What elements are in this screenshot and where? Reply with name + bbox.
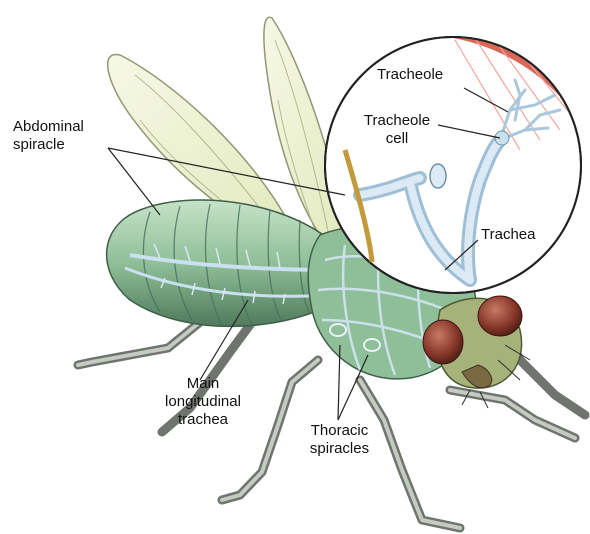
trachea-opening <box>430 164 446 188</box>
abdomen <box>107 200 340 326</box>
label-main-longitudinal-trachea: Main longitudinal trachea <box>148 375 258 429</box>
label-tracheole: Tracheole <box>377 66 443 84</box>
leader-abdominal-1 <box>108 148 160 215</box>
label-thoracic-spiracles: Thoracic spiracles <box>292 422 387 458</box>
label-tracheole-cell: Tracheole cell <box>342 112 452 148</box>
label-abdominal-spiracle: Abdominal spiracle <box>13 118 84 154</box>
compound-eye-lower <box>423 320 463 364</box>
label-trachea: Trachea <box>481 226 535 244</box>
compound-eye-upper <box>478 296 522 336</box>
